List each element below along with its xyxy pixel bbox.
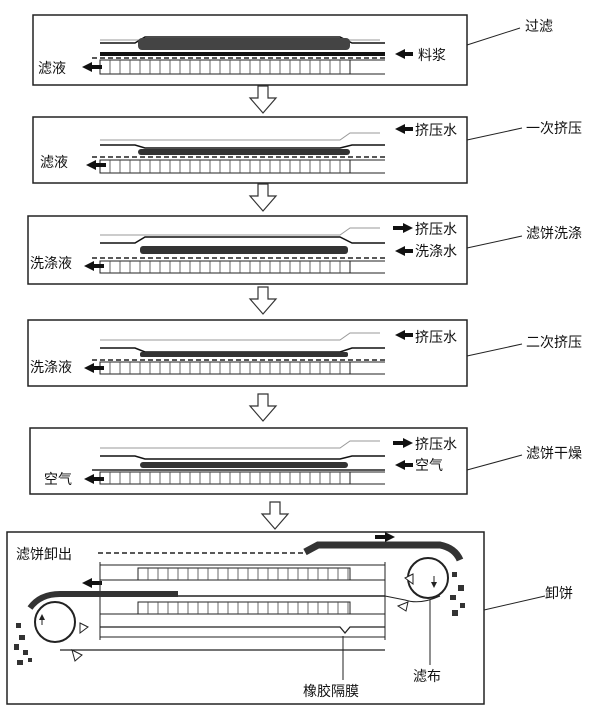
flow-arrow xyxy=(248,286,278,315)
filter-plate-grid xyxy=(99,59,351,75)
arrow-left-out xyxy=(84,261,104,271)
cake-discharge-label: 滤饼卸出 xyxy=(16,547,72,563)
filter-press-unit xyxy=(92,132,385,174)
title-callout-line xyxy=(466,27,521,46)
arrow-right-in xyxy=(395,124,413,134)
stage-title: 一次挤压 xyxy=(526,121,582,137)
filter-cake xyxy=(140,462,348,468)
fallen-cake-right xyxy=(450,572,465,616)
arrow-left-out xyxy=(82,578,102,588)
stage-box xyxy=(6,531,485,705)
filter-press-unit xyxy=(92,440,385,485)
filter-press-unit xyxy=(92,227,385,274)
left-roller xyxy=(34,601,76,643)
title-callout-line xyxy=(483,595,546,611)
left-label: 洗涤液 xyxy=(30,360,72,376)
stage-title: 滤饼洗涤 xyxy=(526,226,582,242)
arrow-right-in xyxy=(395,49,413,59)
flow-arrow xyxy=(248,183,278,212)
title-callout-line xyxy=(466,343,523,357)
right-label-1: 挤压水 xyxy=(415,437,457,453)
arrow-right-in xyxy=(395,246,413,256)
title-callout-line xyxy=(466,454,523,471)
arrow-right-top xyxy=(375,532,395,542)
flow-arrow xyxy=(248,393,278,422)
stage-box xyxy=(32,14,468,86)
arrow-left-out xyxy=(84,363,104,373)
filter-cake xyxy=(140,352,348,357)
membrane-label: 橡胶隔膜 xyxy=(303,683,359,700)
arrow-right-in xyxy=(395,330,413,340)
stage-title: 卸饼 xyxy=(545,586,573,602)
right-label-1: 挤压水 xyxy=(415,123,457,139)
stage-cake-washing: 洗涤液 挤压水 洗涤水 滤饼洗涤 xyxy=(27,215,582,285)
flow-arrow xyxy=(248,85,278,114)
stage-title: 滤饼干燥 xyxy=(526,446,582,462)
arrow-right-in xyxy=(395,460,413,470)
right-roller xyxy=(407,557,449,599)
filter-cloth-label: 滤布 xyxy=(413,669,441,685)
stage-title: 二次挤压 xyxy=(526,335,582,351)
filter-plate-grid xyxy=(99,159,351,174)
stage-box xyxy=(27,215,468,285)
title-callout-line xyxy=(466,235,523,249)
left-label: 空气 xyxy=(44,472,72,488)
stage-second-squeeze: 洗涤液 挤压水 二次挤压 xyxy=(27,319,582,387)
stage-cake-discharge: 滤饼卸出 xyxy=(6,531,573,705)
arrow-left-out xyxy=(84,474,104,484)
stage-box xyxy=(32,116,468,184)
right-label-1: 挤压水 xyxy=(415,222,457,238)
stage-title: 过滤 xyxy=(525,19,553,35)
title-callout-line xyxy=(466,127,523,141)
filter-press-unit xyxy=(92,332,385,375)
left-label: 滤液 xyxy=(40,155,68,171)
filter-cake xyxy=(140,246,348,254)
right-label-2: 空气 xyxy=(415,458,443,474)
left-label: 滤液 xyxy=(38,61,66,77)
filter-plate-grid xyxy=(99,361,351,375)
arrow-left-out xyxy=(82,62,102,72)
fallen-cake-left xyxy=(14,623,32,665)
filter-press-unit xyxy=(92,36,385,75)
arrow-right-out xyxy=(393,438,413,448)
stage-box xyxy=(27,319,468,387)
rubber-membrane xyxy=(100,626,385,635)
filter-plate-grid xyxy=(99,471,351,485)
stage-box xyxy=(29,427,468,495)
stage-filtration: 滤液 料浆 过滤 xyxy=(32,14,553,86)
cake-on-cloth xyxy=(27,591,178,610)
stage-first-squeeze: 滤液 挤压水 一次挤压 xyxy=(32,116,582,184)
right-label-1: 料浆 xyxy=(418,48,446,64)
right-label-1: 挤压水 xyxy=(415,330,457,346)
filter-plate-grid xyxy=(99,260,351,274)
stage-cake-drying: 空气 挤压水 空气 滤饼干燥 xyxy=(29,427,582,495)
arrow-left-out xyxy=(86,160,106,170)
right-label-2: 洗涤水 xyxy=(415,244,457,260)
filter-cake xyxy=(138,38,350,50)
arrow-right-out xyxy=(393,223,413,233)
filter-cake xyxy=(138,149,350,155)
left-label: 洗涤液 xyxy=(30,256,72,272)
flow-arrow xyxy=(260,501,290,530)
discharged-cake xyxy=(303,541,464,562)
